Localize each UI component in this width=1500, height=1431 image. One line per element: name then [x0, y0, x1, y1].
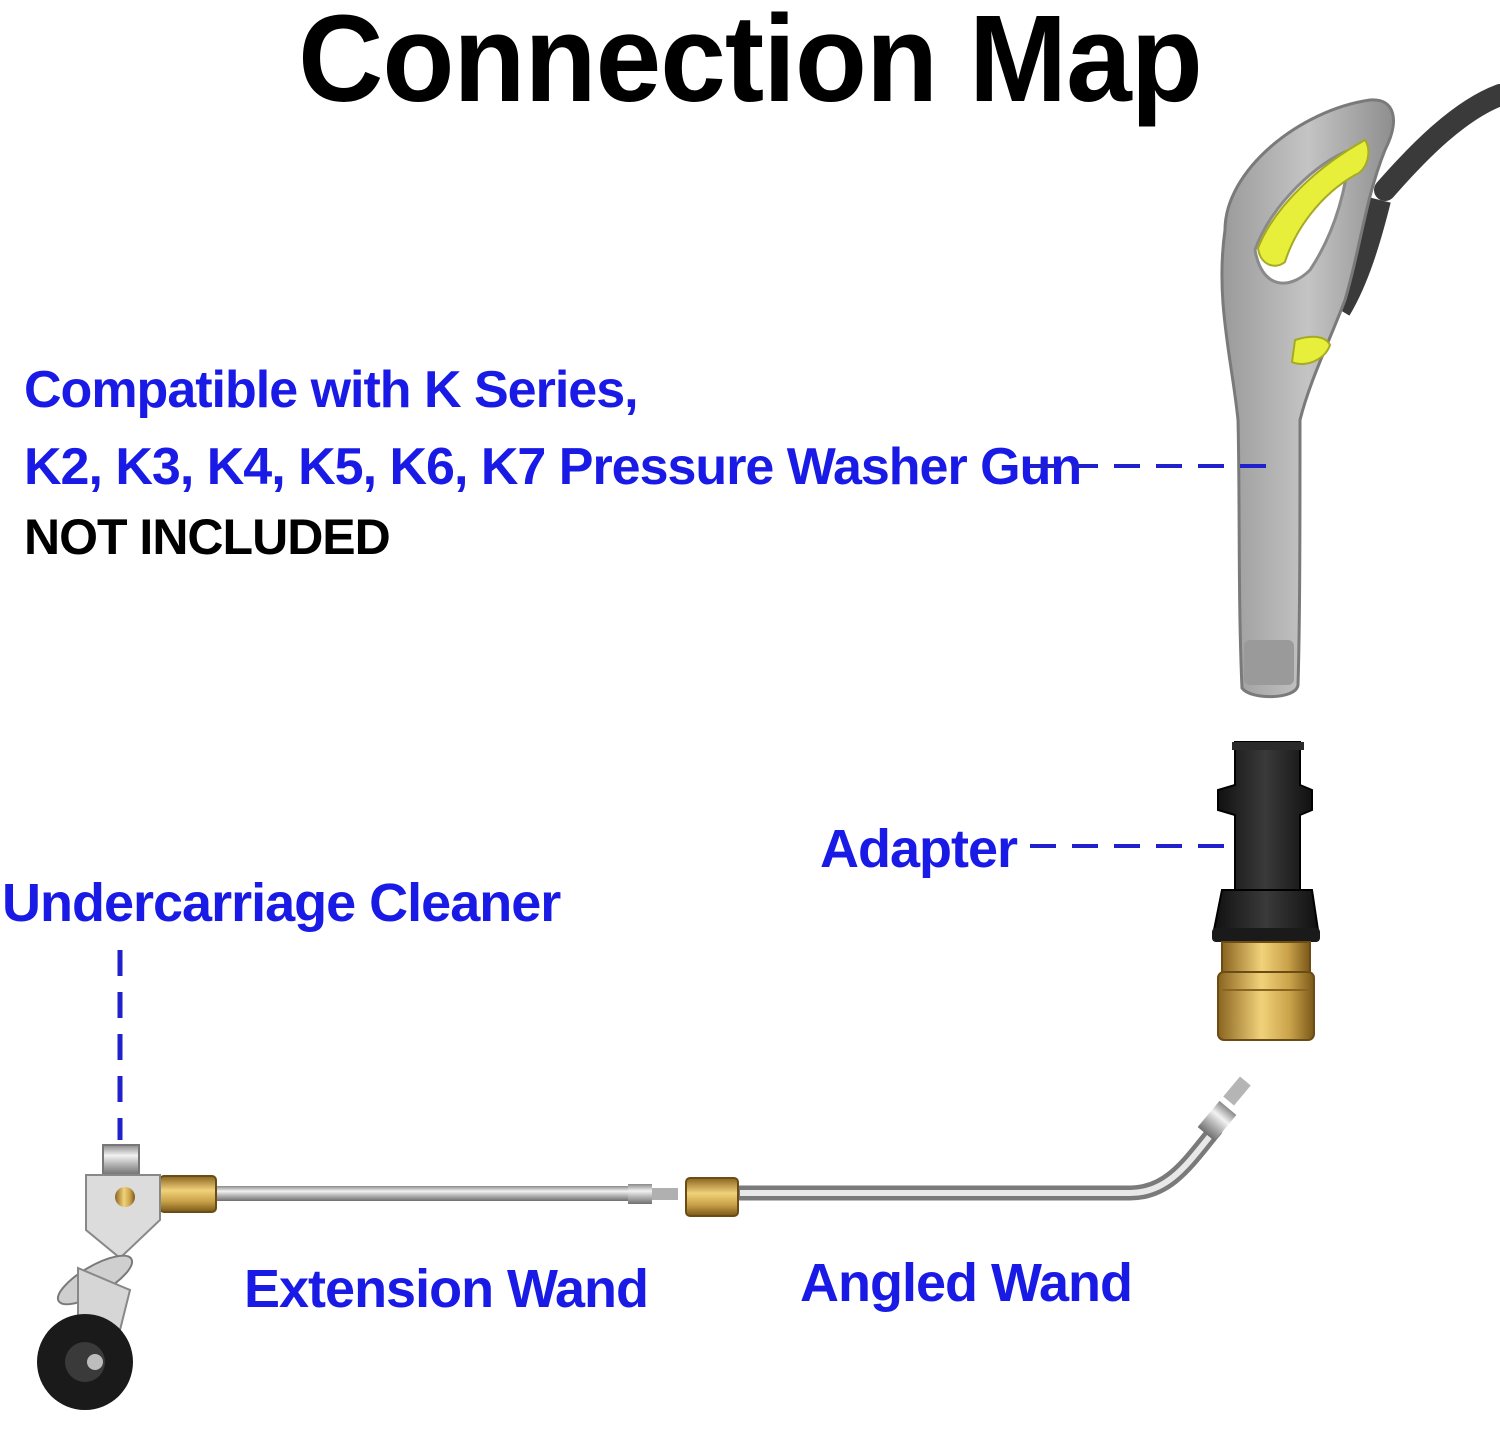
spray-gun-icon — [1220, 84, 1500, 699]
not-included-label: NOT INCLUDED — [24, 509, 391, 565]
caster-wheel-icon — [37, 1144, 161, 1410]
compat-label-line1: Compatible with K Series, — [24, 361, 639, 419]
adapter-icon — [1212, 741, 1320, 1041]
compat-label-line2: K2, K3, K4, K5, K6, K7 Pressure Washer G… — [24, 438, 1082, 496]
angled-wand-icon — [685, 1076, 1251, 1217]
extension-wand-label: Extension Wand — [244, 1259, 649, 1319]
undercarriage-label: Undercarriage Cleaner — [2, 873, 561, 933]
page-title: Connection Map — [298, 0, 1203, 129]
adapter-label: Adapter — [820, 819, 1018, 879]
extension-wand-icon — [159, 1175, 678, 1213]
angled-wand-label: Angled Wand — [800, 1253, 1133, 1313]
